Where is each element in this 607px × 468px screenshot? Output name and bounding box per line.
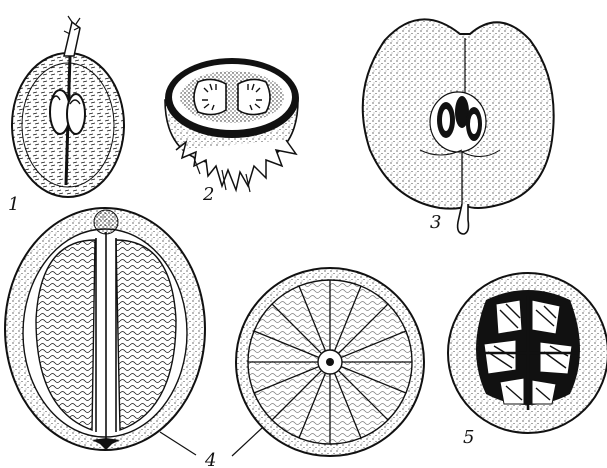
fruit-4-longitudinal-section-drawing [5, 208, 205, 455]
fruit-4-cross-section-drawing [232, 268, 424, 456]
figure-label-5: 5 [463, 429, 474, 447]
figure-label-2: 2 [203, 186, 214, 204]
fruit-3-section-drawing [363, 19, 554, 234]
fruit-2-cut-drawing [165, 58, 299, 192]
figure-label-1: 1 [8, 196, 19, 214]
fruit-1-section-drawing [12, 16, 124, 197]
fruit-5-cross-section-drawing [448, 273, 607, 433]
figure-label-3: 3 [430, 214, 441, 232]
figure-label-4: 4 [205, 452, 216, 468]
